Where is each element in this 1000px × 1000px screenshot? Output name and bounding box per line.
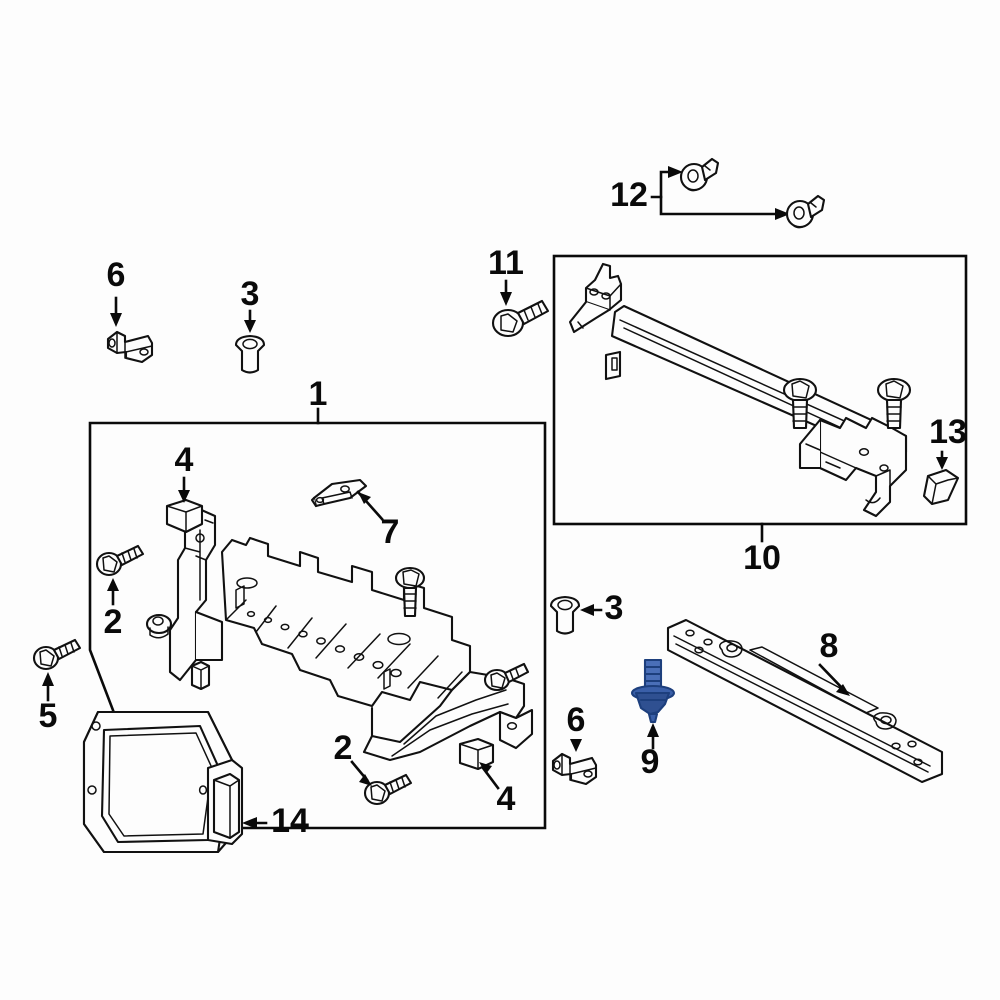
push-pin-retainers-part[interactable] (650, 157, 826, 229)
push-pin-2 (785, 194, 826, 229)
callout-9[interactable]: 9 (641, 743, 660, 781)
bolt-upper-left-part[interactable] (95, 544, 145, 606)
bolt-center-reference (394, 566, 426, 618)
clip-inset-mid (190, 660, 211, 691)
callout-12[interactable]: 12 (610, 176, 648, 214)
bracket-strap-part[interactable] (310, 478, 384, 521)
group-box-10[interactable] (552, 254, 968, 543)
grommet-nut-upper-part[interactable] (234, 309, 266, 374)
callout-6b[interactable]: 6 (567, 701, 586, 739)
beam-hole-row (246, 610, 402, 678)
clip-upper-part[interactable] (165, 476, 204, 534)
flange-bolt-highlighted-part[interactable] (630, 658, 676, 750)
callout-4a[interactable]: 4 (175, 441, 194, 479)
callout-6a[interactable]: 6 (107, 256, 126, 294)
callout-13[interactable]: 13 (929, 413, 967, 451)
bolt-inset-right (483, 662, 530, 692)
grommet-inset (145, 613, 173, 639)
callout-10[interactable]: 10 (743, 539, 781, 577)
sensor-upper-left-part[interactable] (106, 296, 154, 364)
group-box-1[interactable] (88, 407, 547, 830)
callout-labels: 1 2 2 3 3 4 4 5 6 6 7 8 9 10 11 12 13 14 (39, 176, 967, 840)
tie-bar-screw-2 (876, 377, 912, 430)
callout-3b[interactable]: 3 (605, 589, 624, 627)
bolt-lower-part[interactable] (350, 760, 413, 806)
callout-5[interactable]: 5 (39, 697, 58, 735)
bolt-left-part[interactable] (32, 638, 82, 702)
callout-8[interactable]: 8 (820, 627, 839, 665)
radiator-support-part[interactable] (168, 506, 534, 762)
callout-4b[interactable]: 4 (497, 780, 516, 818)
grommet-nut-right-part[interactable] (549, 595, 603, 635)
upper-tie-bar-part[interactable] (568, 262, 912, 518)
callout-1[interactable]: 1 (309, 375, 328, 413)
callout-2b[interactable]: 2 (334, 729, 353, 767)
tie-bar-screw-1 (782, 377, 818, 430)
push-pin-1 (679, 157, 720, 192)
clip-lower-part[interactable] (458, 737, 500, 790)
callout-7[interactable]: 7 (381, 513, 400, 551)
callout-3a[interactable]: 3 (241, 275, 260, 313)
callout-11[interactable]: 11 (488, 244, 524, 282)
sensor-lower-right-part[interactable] (551, 739, 598, 786)
radar-sensor-module-part[interactable] (82, 710, 268, 854)
callout-14[interactable]: 14 (271, 802, 309, 840)
callout-2a[interactable]: 2 (104, 603, 123, 641)
clip-right-part[interactable] (922, 450, 960, 506)
screw-upper-part[interactable] (491, 279, 550, 338)
lower-tie-bar-part[interactable] (666, 618, 944, 784)
